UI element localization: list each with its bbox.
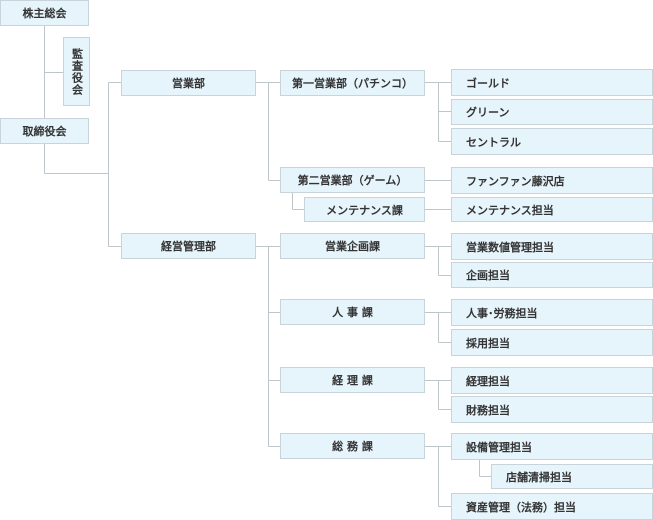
node-sales-dept-2: 第二営業部（ゲーム） [280, 167, 425, 193]
node-general-affairs-section: 総 務 課 [280, 433, 425, 459]
node-sales-numbers-staff: 営業数値管理担当 [451, 233, 653, 260]
node-accounting-staff: 経理担当 [451, 367, 653, 394]
node-asset-management-staff: 資産管理（法務）担当 [451, 493, 653, 520]
node-shareholders-meeting: 株主総会 [0, 0, 89, 26]
node-store-green: グリーン [451, 99, 653, 125]
node-facilities-staff: 設備管理担当 [451, 433, 653, 460]
node-hr-labor-staff: 人事･労務担当 [451, 299, 653, 326]
node-sales-division: 営業部 [121, 70, 256, 96]
node-store-central: セントラル [451, 128, 653, 155]
node-accounting-section: 経 理 課 [280, 367, 425, 393]
node-audit-board: 監査役会 [63, 37, 90, 106]
node-finance-staff: 財務担当 [451, 396, 653, 423]
node-management-division: 経営管理部 [121, 233, 256, 259]
node-store-gold: ゴールド [451, 69, 653, 96]
node-planning-staff: 企画担当 [451, 262, 653, 288]
node-store-cleaning-staff: 店舗清掃担当 [491, 464, 653, 489]
node-sales-dept-1: 第一営業部（パチンコ） [280, 70, 425, 96]
node-recruiting-staff: 採用担当 [451, 329, 653, 356]
node-hr-section: 人 事 課 [280, 299, 425, 325]
node-store-funfan-fujisawa: ファンファン藤沢店 [451, 167, 653, 194]
node-board-of-directors: 取締役会 [0, 118, 89, 144]
node-maintenance-staff: メンテナンス担当 [451, 197, 653, 222]
node-maintenance-section: メンテナンス課 [304, 197, 425, 222]
node-sales-planning-section: 営業企画課 [280, 233, 425, 259]
